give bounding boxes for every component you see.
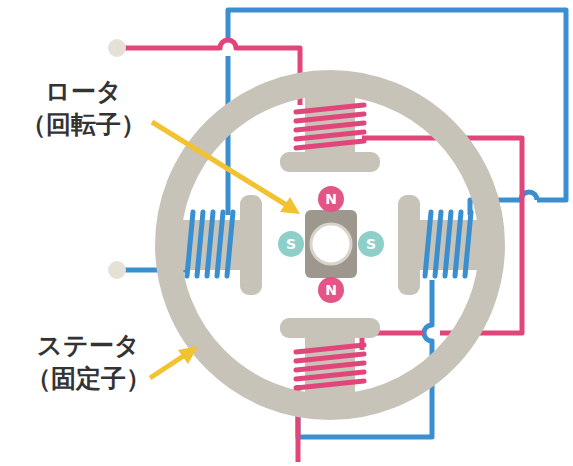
- arrow-head: [280, 197, 300, 214]
- pole-letter: N: [325, 192, 337, 206]
- leader-line: [152, 122, 288, 206]
- coil-winding: [207, 212, 213, 276]
- pole-shoe: [398, 195, 420, 295]
- coil-winding: [217, 212, 223, 276]
- coil-winding: [435, 212, 441, 276]
- coil-winding: [197, 212, 203, 276]
- coil-winding: [445, 212, 451, 276]
- rotor-shaft: [311, 224, 351, 264]
- leader-arrows: [150, 122, 300, 378]
- coil-winding: [296, 132, 364, 139]
- rotor-body: [305, 210, 357, 278]
- pole-shoe: [280, 318, 380, 338]
- coil-winding: [296, 363, 364, 370]
- pole-shoe: [280, 152, 380, 172]
- coil-winding: [296, 381, 364, 388]
- pole-letter: S: [286, 237, 296, 251]
- coil-winding: [227, 212, 233, 276]
- coil-winding: [455, 212, 461, 276]
- arrow-head: [178, 346, 198, 364]
- stator-ring: [168, 83, 492, 407]
- coil-winding: [296, 372, 364, 379]
- coil-winding: [296, 345, 364, 352]
- pole-letter: S: [366, 237, 376, 251]
- leader-line: [150, 355, 185, 378]
- pole-shoe: [240, 195, 262, 295]
- coil-winding: [296, 123, 364, 130]
- magnet-pole: N: [318, 186, 344, 212]
- magnet-pole: N: [318, 277, 344, 303]
- terminals: [108, 39, 126, 279]
- coil-winding: [296, 354, 364, 361]
- coil-winding: [296, 105, 364, 112]
- terminal-dot: [108, 261, 126, 279]
- stator-poles: [172, 92, 488, 398]
- part-name: ロータ （回転子）: [8, 76, 158, 141]
- coil-winding: [296, 141, 364, 148]
- magnet-pole: S: [278, 231, 304, 257]
- magnet-pole: S: [358, 231, 384, 257]
- coil-winding: [425, 212, 431, 276]
- coil-winding: [296, 114, 364, 121]
- terminal-dot: [108, 39, 126, 57]
- coil-winding: [465, 212, 471, 276]
- part-name: ステータ （固定子）: [2, 330, 174, 395]
- pole-letter: N: [325, 283, 337, 297]
- coil-winding: [187, 212, 193, 276]
